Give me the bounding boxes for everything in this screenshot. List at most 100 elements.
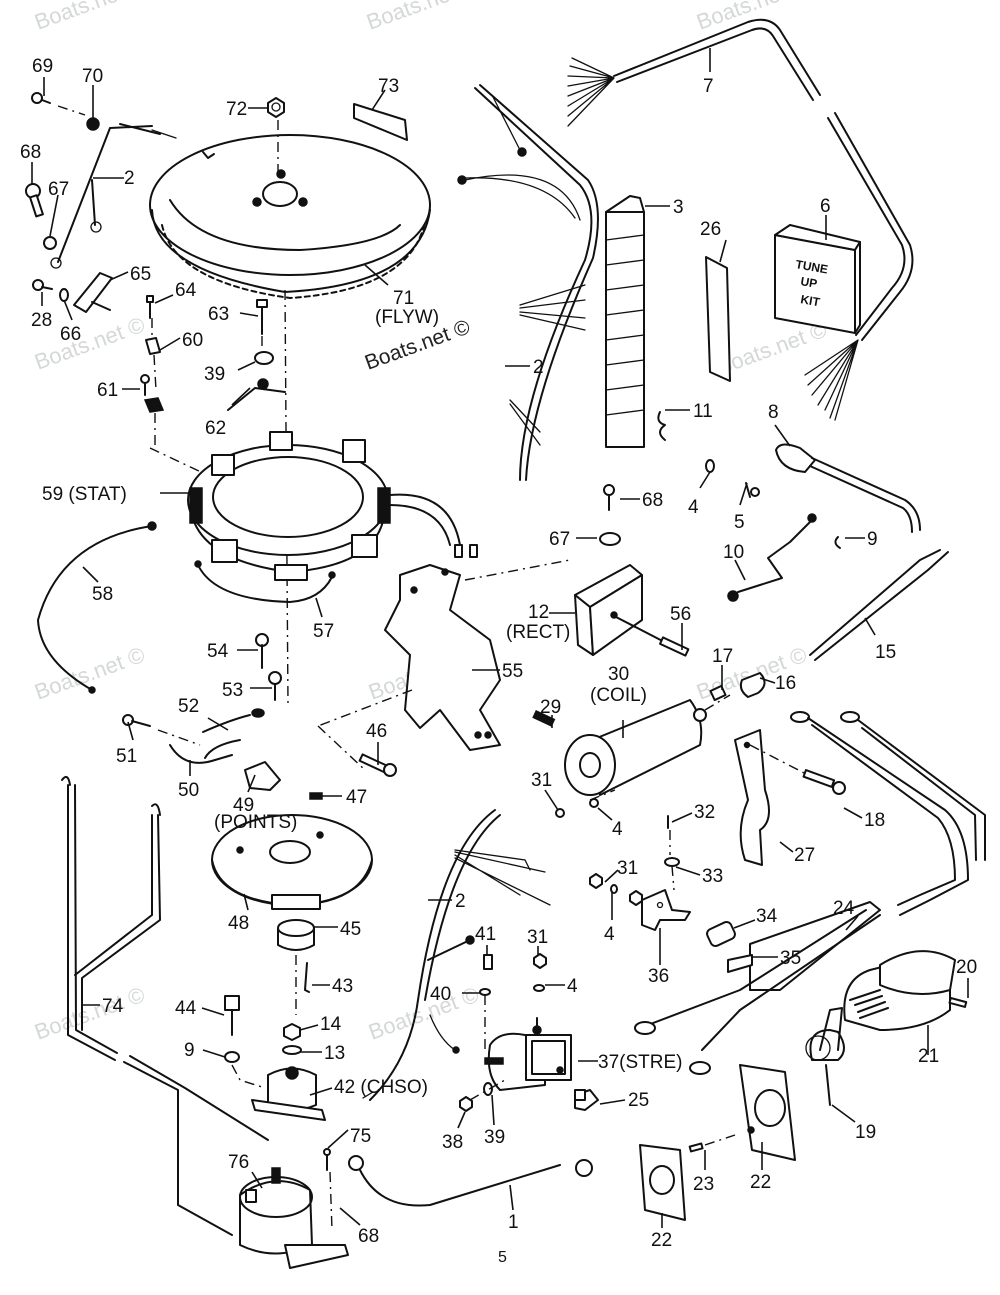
ground-lead-1 <box>348 1155 593 1207</box>
callout-24[interactable]: 24 <box>833 898 855 919</box>
callout-12[interactable]: 12 <box>528 602 549 623</box>
callout-70[interactable]: 70 <box>82 66 103 87</box>
callout-25[interactable]: 25 <box>628 1090 649 1111</box>
callout-31[interactable]: 31 <box>527 927 548 948</box>
watermark: Boats.net © <box>363 0 480 35</box>
callout-15[interactable]: 15 <box>875 642 896 663</box>
callout-9[interactable]: 9 <box>184 1040 195 1061</box>
callout-52[interactable]: 52 <box>178 696 199 717</box>
callout-34[interactable]: 34 <box>756 906 778 927</box>
callout-14[interactable]: 14 <box>320 1014 342 1035</box>
callout-71[interactable]: 71 <box>393 288 414 309</box>
callout-38[interactable]: 38 <box>442 1132 463 1153</box>
callout-46[interactable]: 46 <box>366 721 387 742</box>
callout-27[interactable]: 27 <box>794 845 815 866</box>
callout-45[interactable]: 45 <box>340 919 361 940</box>
callout-68[interactable]: 68 <box>642 490 663 511</box>
callout-29[interactable]: 29 <box>540 697 561 718</box>
callout-72[interactable]: 72 <box>226 99 247 120</box>
callout-62[interactable]: 62 <box>205 418 226 439</box>
callout-22[interactable]: 22 <box>651 1230 672 1251</box>
callout-49[interactable]: 49 <box>233 795 254 816</box>
decal-strip <box>353 103 408 141</box>
callout-58[interactable]: 58 <box>92 584 113 605</box>
callout-68[interactable]: 68 <box>20 142 41 163</box>
callout-61[interactable]: 61 <box>97 380 118 401</box>
callout-56[interactable]: 56 <box>670 604 691 625</box>
flywheel <box>149 134 431 299</box>
callout-8[interactable]: 8 <box>768 402 779 423</box>
callout-35[interactable]: 35 <box>780 948 801 969</box>
callout-74[interactable]: 74 <box>102 996 124 1017</box>
callout-6[interactable]: 6 <box>820 196 831 217</box>
callout-49-name[interactable]: (POINTS) <box>214 812 297 833</box>
lead-57 <box>194 560 336 603</box>
callout-11[interactable]: 11 <box>693 401 713 422</box>
callout-71-name[interactable]: (FLYW) <box>375 307 439 328</box>
callout-75[interactable]: 75 <box>350 1126 371 1147</box>
starter-solenoid <box>459 953 599 1112</box>
callout-53[interactable]: 53 <box>222 680 243 701</box>
callout-51[interactable]: 51 <box>116 746 137 767</box>
callout-9[interactable]: 9 <box>867 529 878 550</box>
callout-5[interactable]: 5 <box>734 512 745 533</box>
callout-57[interactable]: 57 <box>313 621 334 642</box>
callout-43[interactable]: 43 <box>332 976 353 997</box>
callout-48[interactable]: 48 <box>228 913 249 934</box>
callout-40[interactable]: 40 <box>430 984 451 1005</box>
callout-1[interactable]: 1 <box>508 1212 519 1233</box>
callout-55[interactable]: 55 <box>502 661 523 682</box>
callout-4[interactable]: 4 <box>688 497 699 518</box>
callout-59-stator[interactable]: 59 (STAT) <box>42 484 127 505</box>
callout-7[interactable]: 7 <box>703 76 714 97</box>
callout-3[interactable]: 3 <box>673 197 684 218</box>
callout-69[interactable]: 69 <box>32 56 53 77</box>
callout-23[interactable]: 23 <box>693 1174 714 1195</box>
callout-19[interactable]: 19 <box>855 1122 876 1143</box>
callout-30[interactable]: 30 <box>608 664 629 685</box>
callout-18[interactable]: 18 <box>864 810 885 831</box>
callout-39[interactable]: 39 <box>484 1127 505 1148</box>
callout-47[interactable]: 47 <box>346 787 367 808</box>
callout-17[interactable]: 17 <box>712 646 733 667</box>
callout-28[interactable]: 28 <box>31 310 52 331</box>
callout-31[interactable]: 31 <box>531 770 552 791</box>
callout-31[interactable]: 31 <box>617 858 638 879</box>
callout-66[interactable]: 66 <box>60 324 81 345</box>
switch-76 <box>239 1148 349 1269</box>
callout-60[interactable]: 60 <box>182 330 203 351</box>
callout-2[interactable]: 2 <box>124 168 135 189</box>
callout-32[interactable]: 32 <box>694 802 715 823</box>
callout-21[interactable]: 21 <box>918 1046 939 1067</box>
callout-12-name[interactable]: (RECT) <box>506 622 570 643</box>
callout-67[interactable]: 67 <box>549 529 570 550</box>
callout-54[interactable]: 54 <box>207 641 229 662</box>
callout-16[interactable]: 16 <box>775 673 796 694</box>
callout-33[interactable]: 33 <box>702 866 723 887</box>
callout-42-chso[interactable]: 42 (CHSO) <box>334 1077 428 1098</box>
callout-4[interactable]: 4 <box>567 976 578 997</box>
callout-13[interactable]: 13 <box>324 1043 345 1064</box>
callout-65[interactable]: 65 <box>130 264 151 285</box>
callout-63[interactable]: 63 <box>208 304 229 325</box>
callout-41[interactable]: 41 <box>475 924 496 945</box>
callout-64[interactable]: 64 <box>175 280 197 301</box>
callout-2[interactable]: 2 <box>455 891 466 912</box>
callout-39[interactable]: 39 <box>204 364 225 385</box>
callout-36[interactable]: 36 <box>648 966 669 987</box>
callout-73[interactable]: 73 <box>378 76 399 97</box>
callout-2[interactable]: 2 <box>533 357 544 378</box>
callout-26[interactable]: 26 <box>700 219 721 240</box>
callout-68[interactable]: 68 <box>358 1226 379 1247</box>
callout-50[interactable]: 50 <box>178 780 199 801</box>
callout-67[interactable]: 67 <box>48 179 69 200</box>
callout-4[interactable]: 4 <box>612 819 623 840</box>
callout-30-name[interactable]: (COIL) <box>590 685 647 706</box>
callout-4[interactable]: 4 <box>604 924 615 945</box>
callout-76[interactable]: 76 <box>228 1152 249 1173</box>
callout-44[interactable]: 44 <box>175 998 197 1019</box>
callout-20[interactable]: 20 <box>956 957 977 978</box>
callout-10[interactable]: 10 <box>723 542 744 563</box>
callout-37-stre[interactable]: 37(STRE) <box>598 1052 682 1073</box>
callout-22[interactable]: 22 <box>750 1172 771 1193</box>
